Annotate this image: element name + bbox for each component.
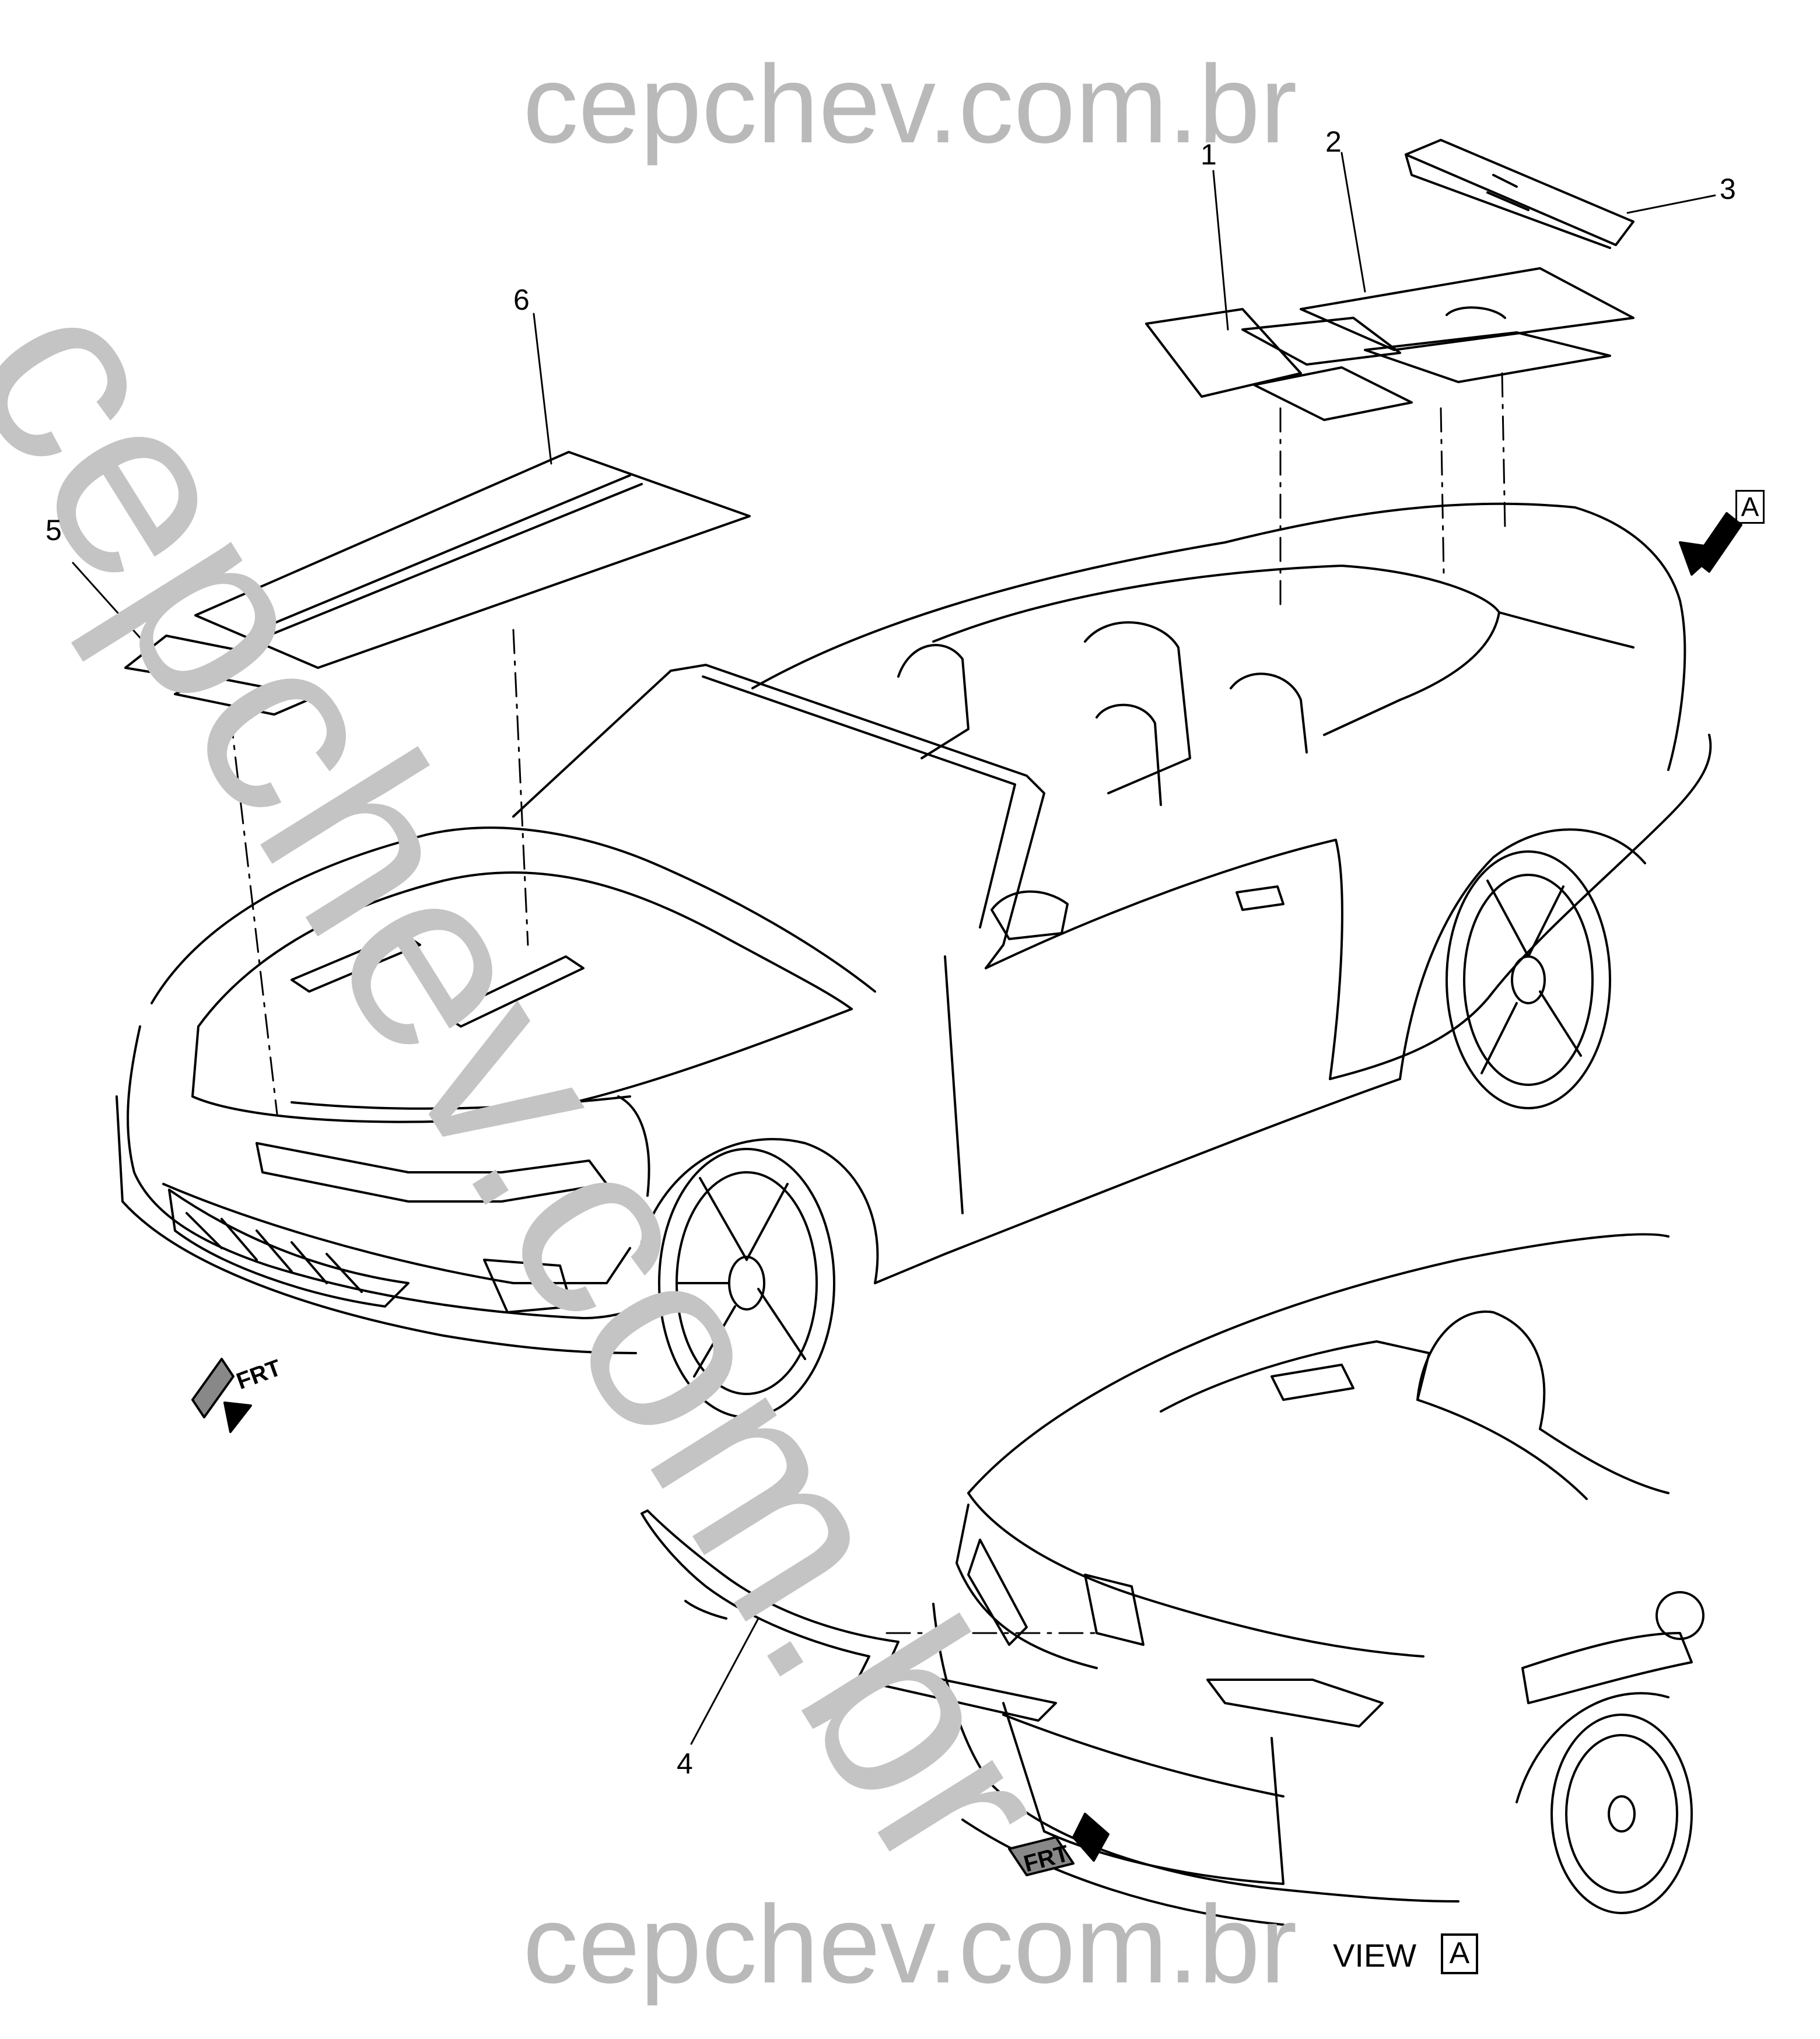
watermark-top: cepchev.com.br xyxy=(523,43,1297,166)
part-5-nose-decal xyxy=(124,635,316,716)
frt-arrow-front xyxy=(191,1358,252,1433)
part-6-hood-decal xyxy=(194,451,751,669)
leader-lines xyxy=(72,152,1716,1745)
callout-2: 2 xyxy=(1325,125,1342,158)
front-car-outline xyxy=(116,502,1712,1418)
watermark-bottom: cepchev.com.br xyxy=(523,1883,1297,2006)
view-a-rear-car xyxy=(932,1233,1704,1926)
projection-lines xyxy=(229,372,1506,1634)
view-a-pointer-label: A xyxy=(1735,490,1765,524)
part-4-rear-decal xyxy=(640,1509,1057,1722)
frt-arrow-rear xyxy=(1008,1813,1110,1876)
view-letter-box: A xyxy=(1441,1933,1478,1974)
callout-3: 3 xyxy=(1720,173,1736,205)
callout-5: 5 xyxy=(46,514,62,546)
view-label: VIEW xyxy=(1333,1937,1417,1974)
callout-4: 4 xyxy=(677,1747,693,1780)
part-1-2-trunk-decal xyxy=(1145,267,1634,421)
callout-1: 1 xyxy=(1200,138,1217,171)
part-3-spoiler-decal xyxy=(1405,139,1634,249)
callout-6: 6 xyxy=(513,283,530,316)
view-a-pointer-arrow xyxy=(1679,512,1742,576)
